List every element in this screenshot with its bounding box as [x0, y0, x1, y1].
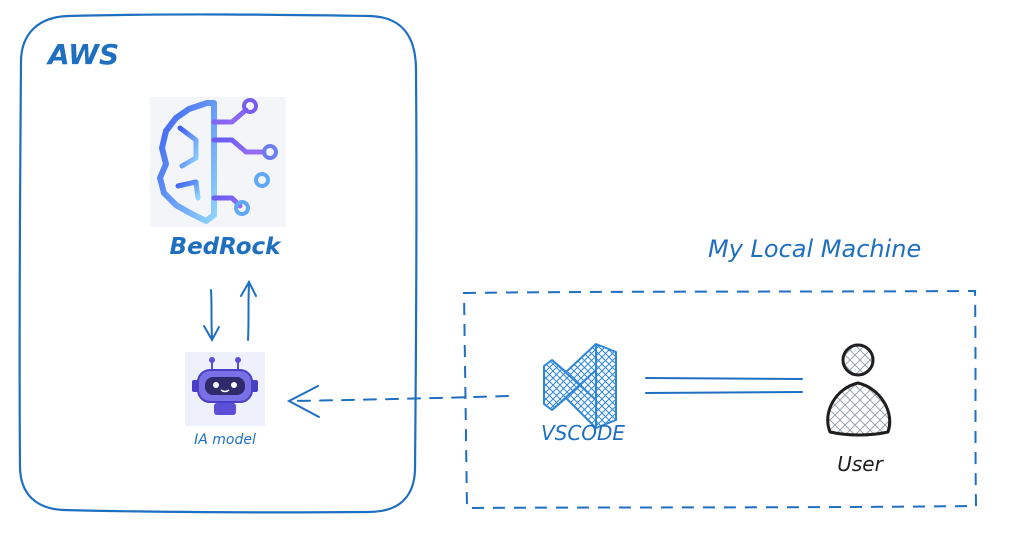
vscode-user-connector: [645, 377, 803, 394]
aws-group-label: AWS: [46, 38, 119, 71]
aws-group: AWS: [18, 13, 418, 514]
user-node[interactable]: User: [826, 343, 892, 476]
vscode-label: VSCODE: [541, 421, 625, 445]
user-label: User: [837, 452, 884, 476]
brain-circuit-icon: [157, 98, 278, 224]
up-arrow: [240, 279, 257, 341]
local-machine-label: My Local Machine: [708, 235, 921, 263]
down-arrow: [203, 289, 220, 343]
ia-model-node[interactable]: IA model: [185, 352, 265, 448]
vscode-icon: [543, 343, 617, 429]
aws-group-border: [18, 13, 418, 514]
robot-icon: [192, 357, 258, 415]
vscode-node[interactable]: VSCODE: [541, 343, 625, 445]
local-machine-group: My Local Machine: [462, 235, 978, 510]
bedrock-model-arrows: [203, 279, 257, 343]
bedrock-label: BedRock: [170, 234, 283, 260]
bedrock-node[interactable]: BedRock: [150, 97, 286, 260]
user-icon: [826, 343, 892, 437]
local-machine-border: [462, 289, 978, 510]
ia-model-label: IA model: [194, 432, 256, 448]
vscode-to-model-arrow: [286, 385, 509, 418]
